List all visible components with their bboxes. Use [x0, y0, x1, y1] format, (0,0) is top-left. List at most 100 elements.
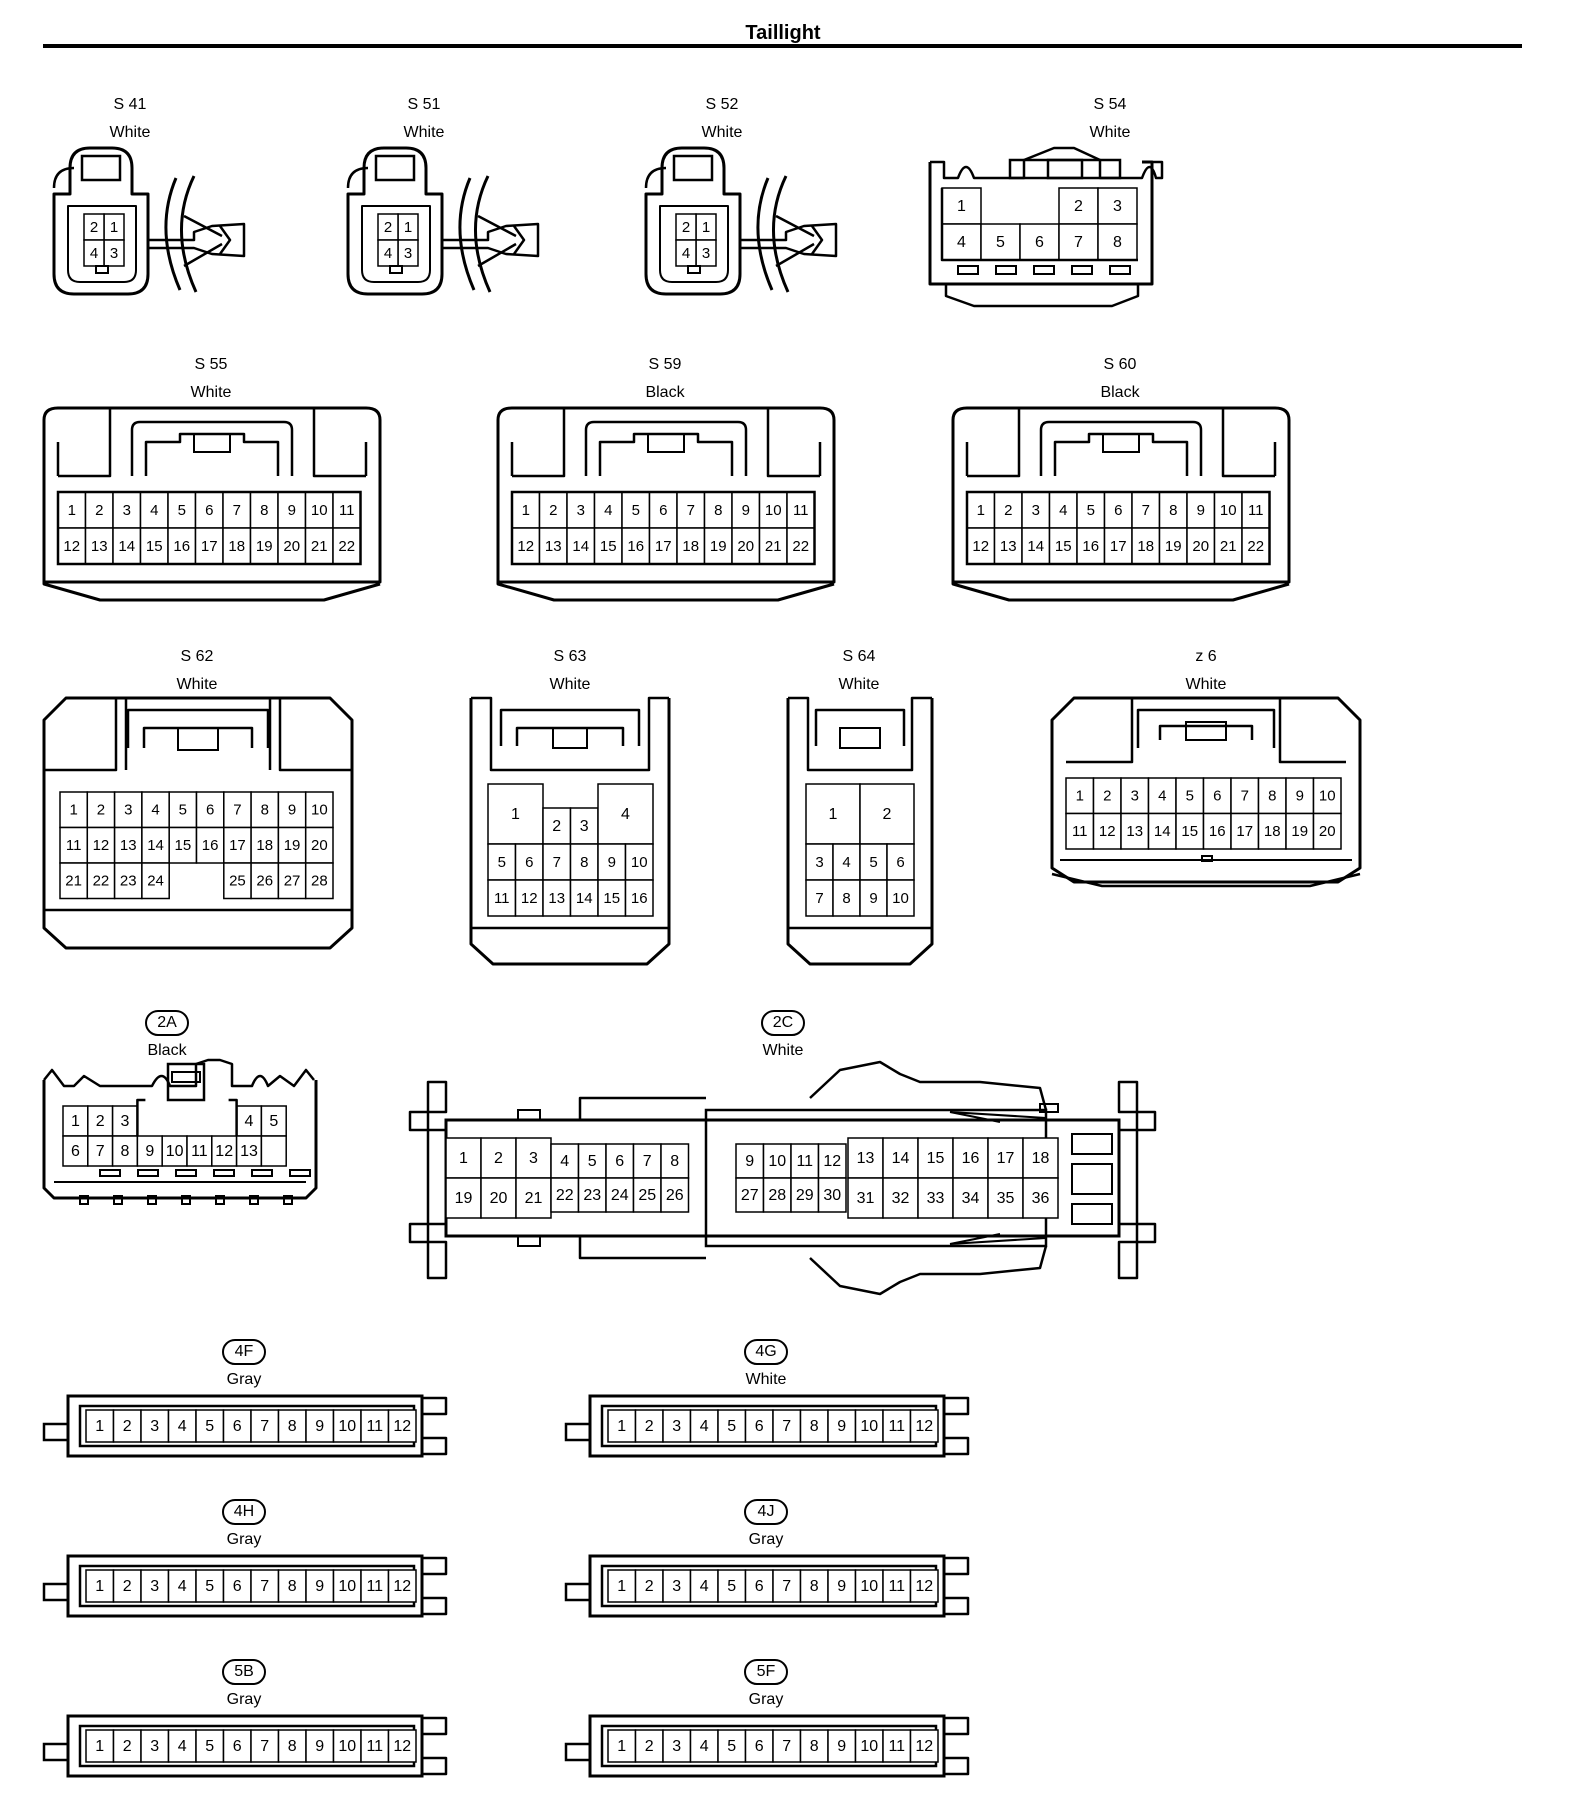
pin-box [480, 1177, 517, 1219]
connector-code: S 64 [843, 648, 876, 665]
pin-cell: 3 [662, 1729, 692, 1763]
housing-outline [944, 1756, 970, 1776]
pin-cell: 7 [772, 1409, 802, 1443]
pin-number: 3 [1113, 198, 1122, 215]
pin-cell: 8 [277, 1569, 307, 1603]
pin-box [731, 491, 761, 529]
pin-number: 7 [1142, 502, 1150, 519]
pin-cell: 1 [941, 187, 982, 225]
pin-number: 8 [810, 1418, 819, 1435]
pin-box [987, 1177, 1024, 1219]
pin-number: 2 [883, 806, 892, 823]
pin-box [786, 527, 816, 565]
pin-cell: 4 [675, 239, 697, 267]
pin-cell: 16 [952, 1137, 989, 1179]
pin-box [387, 1569, 417, 1603]
pin-number: 1 [110, 219, 118, 236]
pin-cell: 11 [882, 1409, 912, 1443]
pin-box [1097, 223, 1138, 261]
pin-cell: 9 [305, 1569, 335, 1603]
pin-box [332, 527, 362, 565]
pin-cell: 20 [1312, 812, 1342, 850]
pin-cell: 1 [607, 1729, 637, 1763]
pin-number: 2 [1004, 502, 1012, 519]
pin-cell: 7 [250, 1729, 280, 1763]
pin-cell: 1 [607, 1409, 637, 1443]
pin-box [304, 862, 334, 900]
pin-box [211, 1135, 238, 1167]
housing-outline [422, 1756, 448, 1776]
pin-box [1065, 812, 1095, 850]
housing-outline [408, 1080, 448, 1280]
pin-number: 6 [233, 1738, 242, 1755]
pin-cell: 12 [909, 1729, 939, 1763]
pin-cell: 14 [569, 879, 599, 917]
pin-cell: 8 [249, 491, 279, 529]
pin-number: 4 [1158, 788, 1166, 805]
pin-box [882, 1177, 919, 1219]
housing-outline [1008, 158, 1122, 180]
pin-number: 25 [229, 873, 246, 890]
pin-number: 10 [860, 1418, 878, 1435]
pin-box [305, 1409, 335, 1443]
pin-box [744, 1409, 774, 1443]
pin-number: 7 [1074, 234, 1083, 251]
pin-number: 15 [146, 538, 163, 555]
pin-cell: 18 [1022, 1137, 1059, 1179]
pin-cell: 26 [250, 862, 280, 900]
pin-box [827, 1409, 857, 1443]
housing-outline [814, 708, 906, 746]
pin-cell: 13 [235, 1135, 263, 1167]
housing-outline [510, 490, 816, 566]
pin-box [847, 1137, 884, 1179]
pin-number: 3 [1131, 788, 1139, 805]
pin-box [624, 879, 654, 917]
connector-color: Black [645, 384, 685, 401]
pin-box [859, 783, 915, 845]
pin-number: 5 [727, 1738, 736, 1755]
pin-number: 13 [240, 1143, 258, 1160]
connector-color: White [191, 384, 232, 401]
housing-outline [772, 175, 790, 293]
housing-outline [474, 175, 492, 293]
pin-cell: 7 [772, 1569, 802, 1603]
pin-number: 21 [765, 538, 782, 555]
pin-number: 11 [1248, 502, 1264, 519]
pin-cell: 2 [1092, 777, 1122, 815]
pin-cell: 9 [136, 1135, 163, 1167]
pin-number: 3 [124, 802, 132, 819]
pin-number: 28 [768, 1187, 786, 1204]
housing-outline [499, 708, 641, 746]
pin-box [223, 862, 252, 900]
housing-outline [951, 406, 1291, 584]
pin-cell: 8 [1097, 223, 1138, 261]
housing-outline [422, 1716, 448, 1736]
pin-cell: 9 [1285, 777, 1315, 815]
pin-cell: 17 [1103, 527, 1133, 565]
pin-number: 9 [315, 1738, 324, 1755]
pin-number: 11 [494, 890, 510, 907]
pin-cell: 7 [223, 791, 252, 829]
housing-outline [95, 265, 109, 274]
pin-box [1058, 187, 1099, 225]
housing-outline [647, 433, 685, 453]
pin-number: 5 [498, 854, 506, 871]
connector-code-badge [222, 1659, 266, 1685]
pin-cell: 16 [195, 826, 225, 864]
pin-cell: 19 [1158, 527, 1188, 565]
housing-outline [957, 265, 979, 275]
pin-number: 12 [93, 837, 110, 854]
pin-cell: 13 [538, 527, 568, 565]
connector-color: Gray [227, 1531, 262, 1548]
pin-number: 33 [927, 1190, 945, 1207]
pin-cell: 7 [542, 843, 572, 881]
pin-number: 3 [123, 502, 131, 519]
pin-number: 6 [233, 1418, 242, 1435]
pin-cell: 1 [511, 491, 541, 529]
pin-cell: 11 [790, 1143, 820, 1179]
pin-cell: 2 [112, 1569, 142, 1603]
pin-cell: 20 [304, 826, 334, 864]
pin-cell: 25 [632, 1177, 662, 1213]
connector-code-badge [145, 1010, 189, 1036]
